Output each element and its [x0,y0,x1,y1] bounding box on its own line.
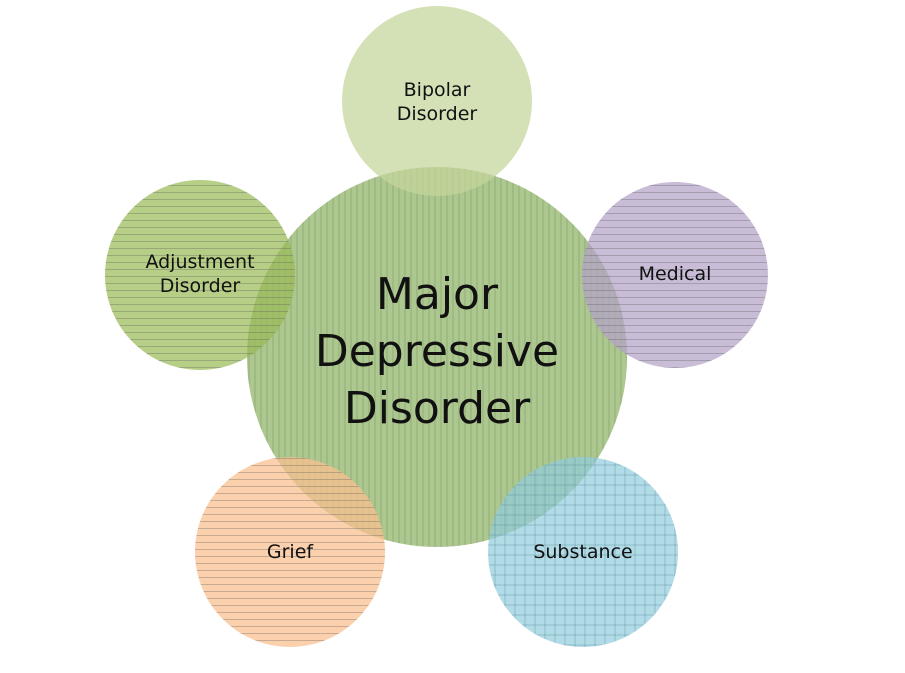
center-node: Major Depressive Disorder [247,167,627,547]
grief-label: Grief [267,541,315,563]
satellite-medical: Medical [582,182,768,368]
center-label-line-1: Major [376,269,499,320]
satellite-bipolar: Bipolar Disorder [342,6,532,196]
center-label-line-2: Depressive [315,326,559,377]
center-circle-pattern [247,167,627,547]
substance-label: Substance [533,541,632,563]
adjustment-label-line-2: Disorder [160,275,241,297]
bipolar-circle [342,6,532,196]
satellite-substance: Substance [488,457,678,647]
bipolar-label-line-1: Bipolar [404,79,471,101]
satellite-grief: Grief [195,457,385,647]
substance-circle-pattern [488,457,678,647]
center-label-line-3: Disorder [344,383,531,434]
medical-label: Medical [639,263,712,285]
medical-circle-pattern [582,182,768,368]
bipolar-label-line-2: Disorder [397,103,478,125]
adjustment-circle-pattern [105,180,295,370]
satellite-adjustment: Adjustment Disorder [105,180,295,370]
adjustment-label-line-1: Adjustment [145,251,254,273]
grief-circle-pattern [195,457,385,647]
